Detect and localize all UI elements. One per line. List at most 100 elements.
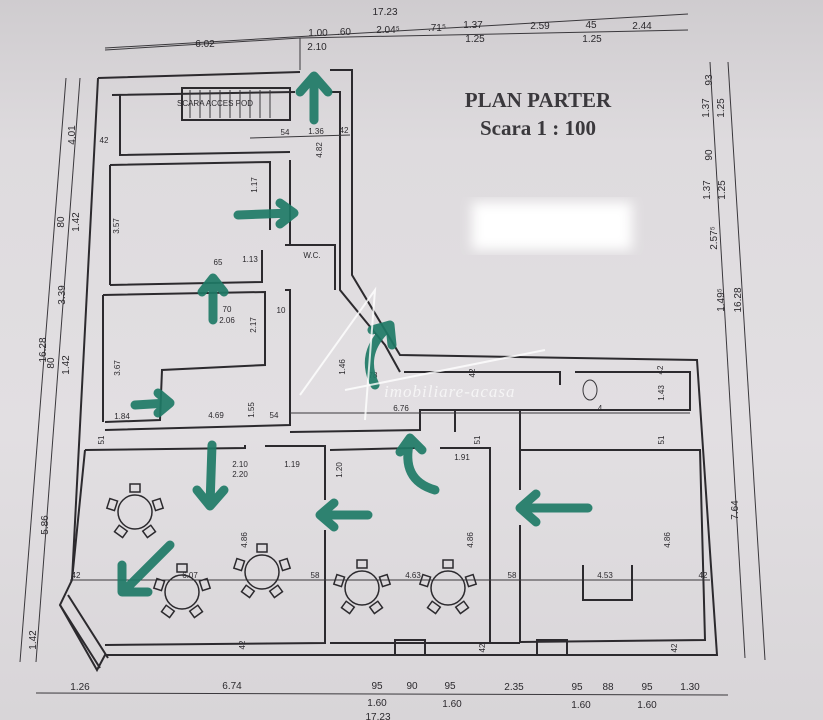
dim-label: 6.76 <box>393 404 409 413</box>
left-dimensions: 16.28 4.01 80 1.42 3.39 80 1.42 5.86 1.4… <box>19 77 82 663</box>
dim-label: 1.36 <box>308 127 324 136</box>
round-table <box>418 559 478 615</box>
dim-label: 1.84 <box>114 412 130 421</box>
dim-label: 1.60 <box>367 698 387 709</box>
chair <box>268 584 284 599</box>
dim-label: .71⁵ <box>428 23 446 34</box>
table-top <box>430 570 466 606</box>
table-top <box>117 494 153 530</box>
dim-label: 95 <box>641 682 653 693</box>
dim-label: 1.49⁵ <box>716 288 727 312</box>
dim-label: 42 <box>670 643 679 652</box>
arrow-left-icon <box>515 489 593 527</box>
dim-label: 42 <box>478 643 487 652</box>
chair <box>129 483 141 493</box>
chair <box>141 524 157 539</box>
table-top <box>244 554 280 590</box>
chair <box>176 563 188 573</box>
glare <box>472 202 632 250</box>
dim-label: 1.17 <box>250 177 259 193</box>
dim-label: 2.59 <box>530 21 550 32</box>
dim-label: 2.44 <box>632 21 652 32</box>
chair <box>418 573 432 588</box>
dim-label: 1.42 <box>61 355 72 375</box>
dim-label: 1.00 <box>308 28 328 39</box>
chair <box>232 557 246 572</box>
dim-label: 2.17 <box>249 317 258 333</box>
dim-label: 7.64 <box>730 500 741 520</box>
dim-label: 16.28 <box>38 337 49 362</box>
dim-label: 95 <box>444 681 456 692</box>
stair-symbol: SCARA ACCES POD <box>177 90 271 118</box>
dim-label: 54 <box>281 128 290 137</box>
dim-label: 42 <box>656 365 665 374</box>
dim-label: 2.10 <box>232 460 248 469</box>
interior-dimensions: 42421.36544.821.173.571.13652.173.671.84… <box>72 126 708 652</box>
dim-label: 6.07 <box>182 571 198 580</box>
dim-label: 1.25 <box>582 34 602 45</box>
chair <box>464 573 478 588</box>
dim-label: 6.74 <box>222 681 242 692</box>
walls <box>58 69 719 673</box>
chair <box>378 573 392 588</box>
dim-label: 58 <box>508 571 517 580</box>
dim-label: 16.28 <box>733 287 744 312</box>
chair <box>256 543 268 553</box>
chair <box>340 600 356 615</box>
chair <box>426 600 442 615</box>
dim-label: 1.25 <box>465 34 485 45</box>
dim-label: 4.82 <box>315 142 324 158</box>
table-top <box>164 574 200 610</box>
dim-label: 51 <box>97 435 106 444</box>
top-dimensions: 17.23 1.00 .60 2.04⁵ .71⁵ 1.37 2.59 45 2… <box>104 7 689 70</box>
dim-label: 1.91 <box>454 453 470 462</box>
dim-label: 3.67 <box>113 360 122 376</box>
arrow-up-icon <box>295 71 333 125</box>
round-table <box>105 483 165 539</box>
right-dimensions: 93 1.37 1.25 90 1.37 1.25 2.57⁵ 1.49⁵ 16… <box>701 61 766 661</box>
dim-label: 1.42 <box>28 630 39 650</box>
table-top <box>344 570 380 606</box>
curved-arrow-icon <box>364 320 397 390</box>
dim-label: 17.23 <box>365 712 390 720</box>
chair <box>240 584 256 599</box>
dim-label: 1.60 <box>442 699 462 710</box>
chair <box>151 497 165 512</box>
dim-label: 5.86 <box>40 515 51 535</box>
dim-label: 1.13 <box>242 255 258 264</box>
dim-label: 10 <box>277 306 286 315</box>
chair <box>368 600 384 615</box>
arrow-left-icon <box>315 498 373 532</box>
chair <box>188 604 204 619</box>
dim-label: 2.35 <box>504 682 524 693</box>
dim-label: 1.19 <box>284 460 300 469</box>
dim-label: 4.86 <box>663 532 672 548</box>
watermark-text: imobiliare-acasa <box>384 382 516 401</box>
chair <box>278 557 292 572</box>
arrow-down-left-icon <box>117 540 175 597</box>
dim-label: 45 <box>585 20 597 31</box>
chair <box>160 604 176 619</box>
dim-label: 88 <box>602 682 614 693</box>
dim-label: 6.02 <box>195 39 215 50</box>
dim-label: 42 <box>100 136 109 145</box>
dim-label: 1.25 <box>717 180 728 200</box>
dim-label: 42 <box>468 368 477 377</box>
dim-label: 1.37 <box>463 20 483 31</box>
dim-label: 1.25 <box>716 98 727 118</box>
chair <box>442 559 454 569</box>
dim-label: 90 <box>704 149 715 161</box>
chair <box>454 600 470 615</box>
dim-label: 2.20 <box>232 470 248 479</box>
dim-label: 2.57⁵ <box>709 226 720 250</box>
fireplace-symbol <box>582 565 633 601</box>
dim-label: 1.42 <box>71 212 82 232</box>
plan-title: PLAN PARTER <box>465 88 612 112</box>
watermark-logo: imobiliare-acasa <box>299 286 546 421</box>
dim-label: 95 <box>571 682 583 693</box>
dim-label: 1.60 <box>637 700 657 711</box>
dim-label: 1.37 <box>701 98 712 118</box>
dim-label: 1.60 <box>571 700 591 711</box>
